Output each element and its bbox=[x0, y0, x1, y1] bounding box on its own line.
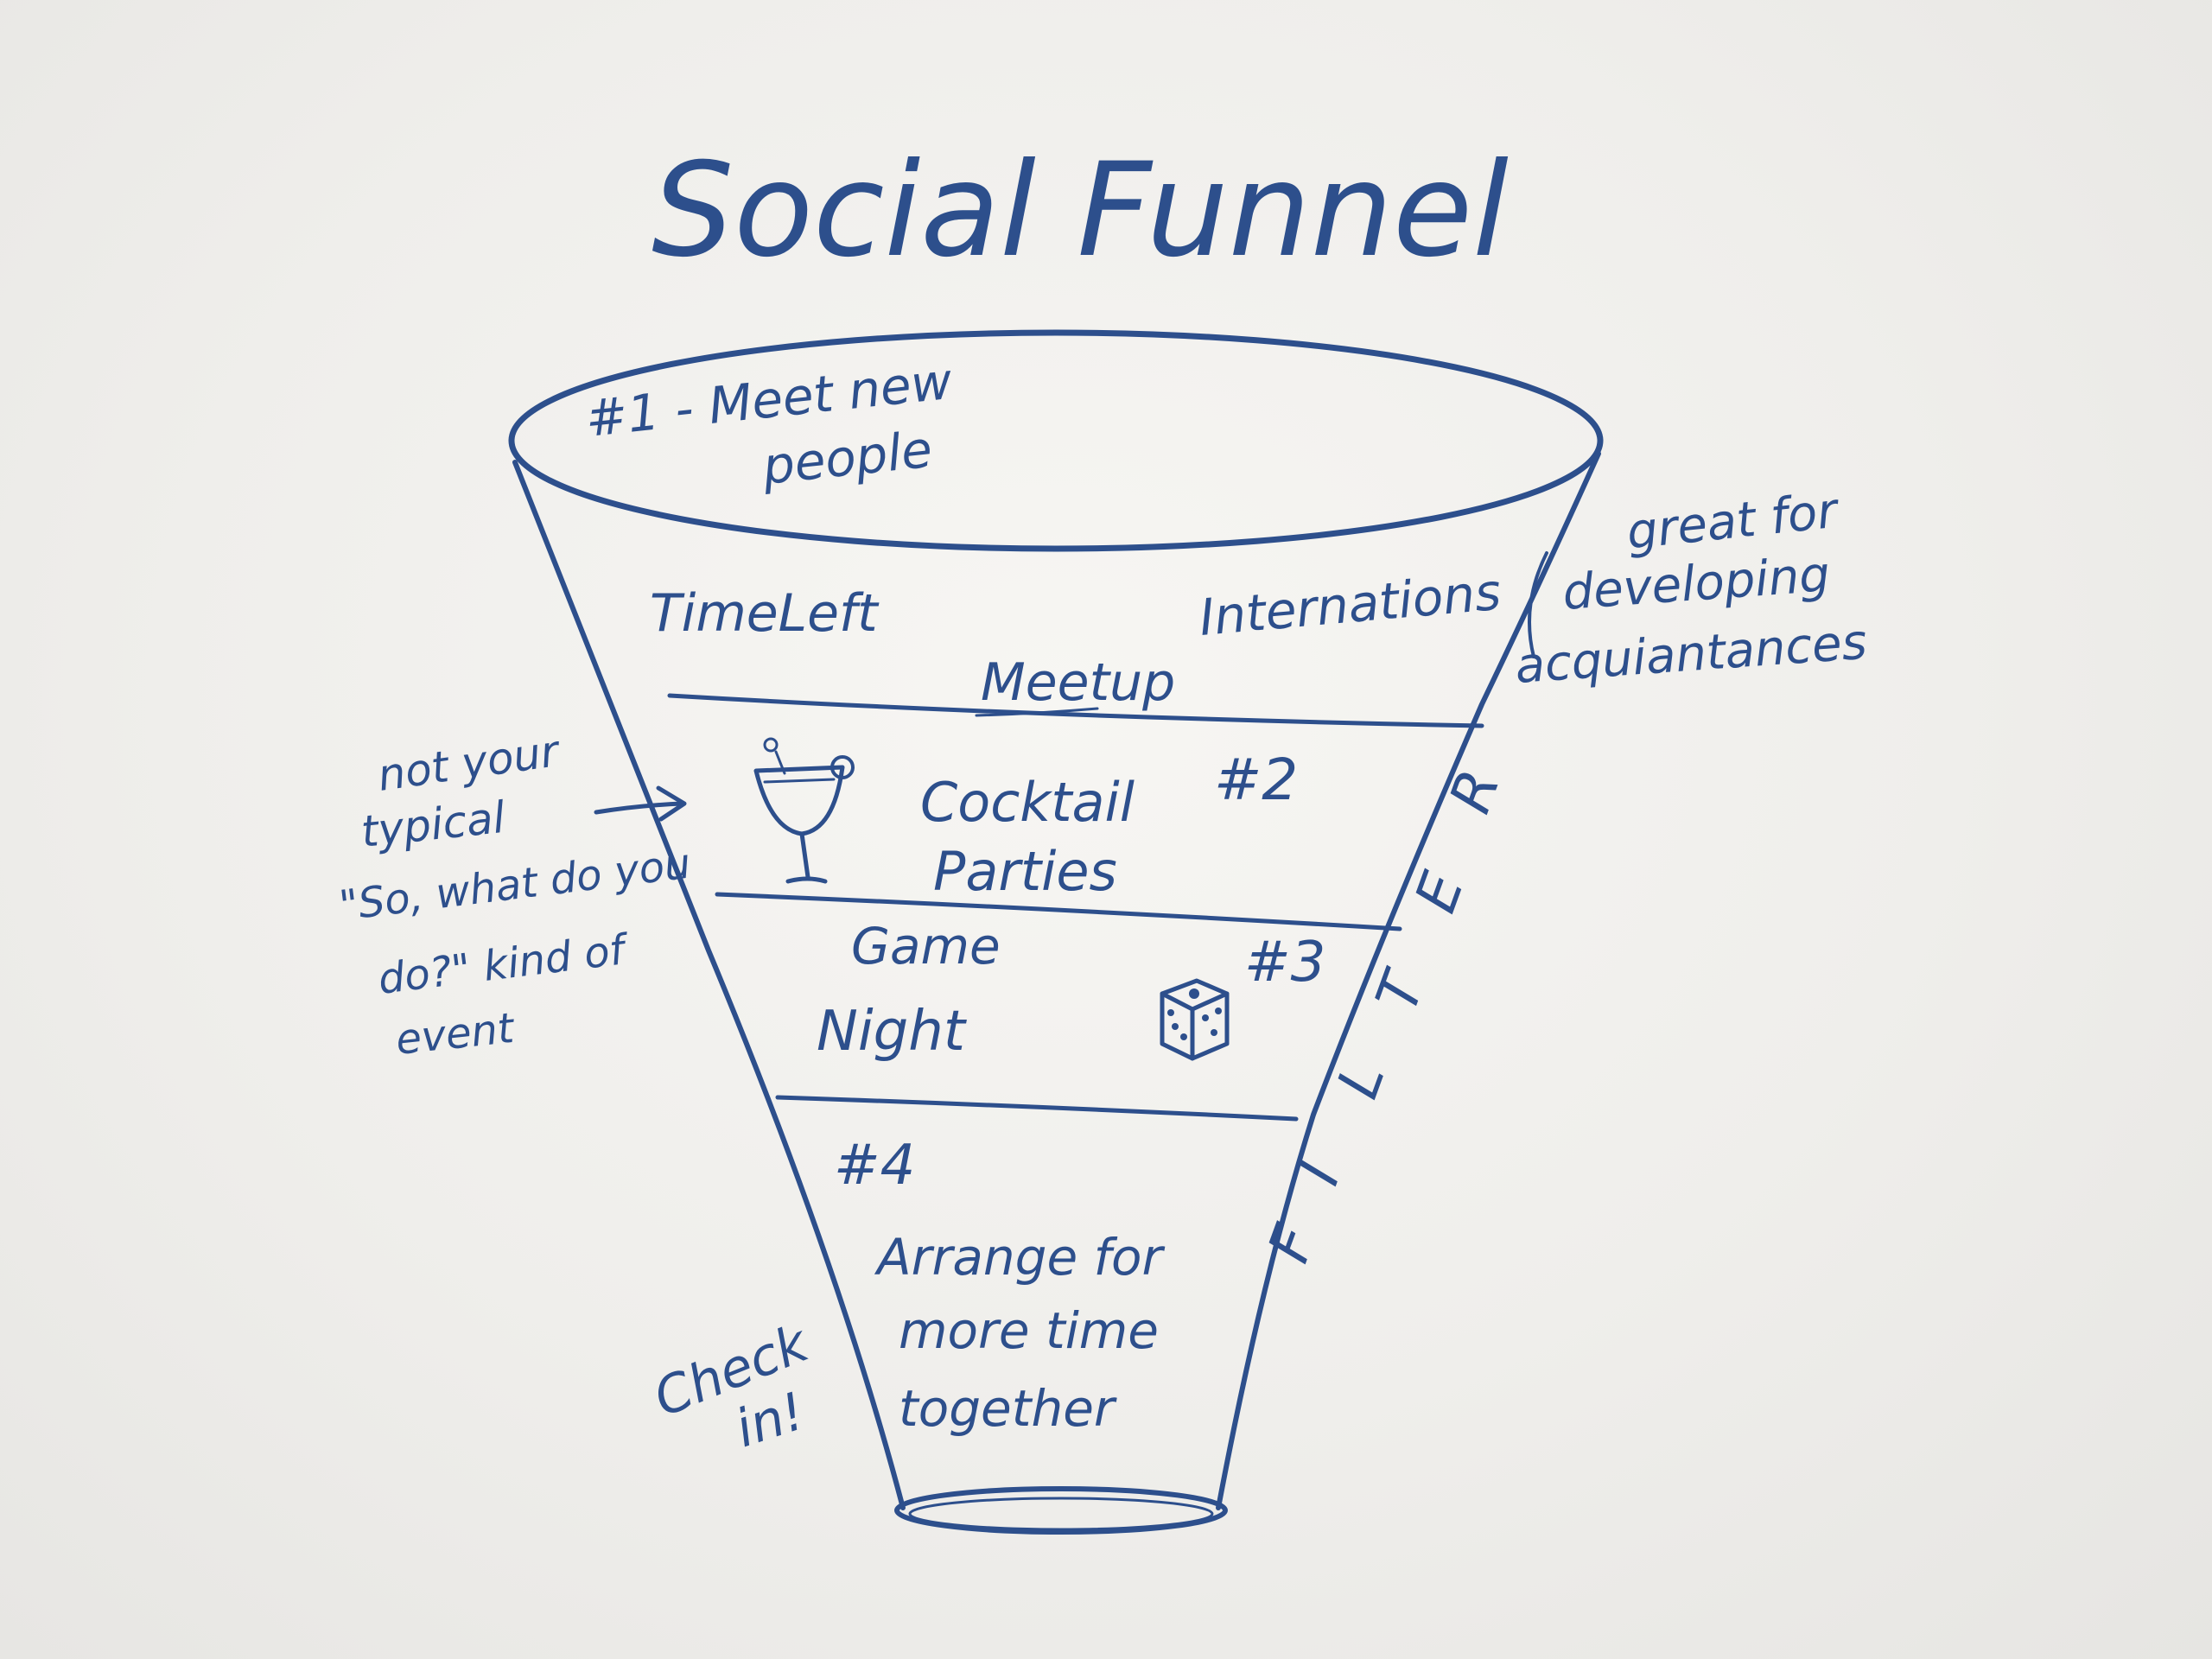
note-great-for-bracket bbox=[1528, 551, 1548, 658]
stage-dividers bbox=[667, 693, 1484, 1122]
stage-4-label-line3: together bbox=[899, 1379, 1117, 1438]
note-great-for: great for developing acquiantances bbox=[1513, 482, 1868, 695]
stage-3-label-line1: Game bbox=[851, 917, 1001, 976]
divider-3 bbox=[775, 1095, 1299, 1122]
note-not-typical-line4: do?" kind of bbox=[376, 925, 632, 1004]
note-great-for-line3: acquiantances bbox=[1513, 614, 1868, 695]
stage-4-label-line1: Arrange for bbox=[874, 1228, 1166, 1287]
filter-label: R E T L I F bbox=[1255, 761, 1513, 1270]
meetup-underline bbox=[975, 707, 1099, 717]
stage-3: Game Night #3 bbox=[817, 917, 1325, 1064]
funnel-top-rim bbox=[508, 329, 1604, 552]
example-meetup: Meetup bbox=[981, 652, 1175, 713]
cocktail-glass-icon bbox=[753, 737, 855, 884]
note-check-in: Check in! bbox=[645, 1313, 817, 1459]
example-internations: Internations bbox=[1197, 563, 1503, 647]
note-not-typical-line2: typical bbox=[359, 792, 507, 857]
note-great-for-line2: developing bbox=[1560, 547, 1831, 621]
filter-letter-f: F bbox=[1255, 1216, 1330, 1270]
stage-2-number: #2 bbox=[1214, 747, 1298, 813]
stage-4-label-line2: more time bbox=[899, 1301, 1159, 1360]
filter-letter-t: T bbox=[1363, 961, 1440, 1020]
filter-letter-e: E bbox=[1402, 864, 1478, 921]
arrow-to-cocktail-icon bbox=[594, 785, 687, 822]
funnel-bottom-rim bbox=[894, 1486, 1228, 1535]
stage-3-label-line2: Night bbox=[817, 1000, 968, 1064]
diagram-title: Social Funnel bbox=[652, 136, 1509, 286]
dice-icon bbox=[1160, 978, 1230, 1061]
stage-2-label-line1: Cocktail bbox=[920, 771, 1135, 834]
stage-2: Cocktail Parties #2 bbox=[753, 737, 1298, 903]
note-not-typical-line5: event bbox=[393, 1004, 518, 1065]
divider-2 bbox=[715, 892, 1402, 931]
filter-letter-l: L bbox=[1325, 1054, 1398, 1107]
stage-1-label-line2: people bbox=[759, 420, 935, 496]
stage-4: #4 Arrange for more time together bbox=[834, 1134, 1166, 1438]
filter-letter-r: R bbox=[1437, 761, 1513, 821]
filter-letter-i: I bbox=[1286, 1154, 1354, 1193]
example-timeleft: TimeLeft bbox=[650, 583, 880, 644]
stage-1: #1 - Meet new people TimeLeft Meetup Int… bbox=[582, 352, 1503, 717]
stage-4-number: #4 bbox=[834, 1134, 915, 1198]
stage-2-label-line2: Parties bbox=[933, 840, 1117, 903]
note-not-typical-line1: not your bbox=[375, 726, 565, 801]
funnel-bottom-rim-inner bbox=[908, 1497, 1214, 1531]
funnel-left-side bbox=[512, 460, 906, 1510]
stage-3-number: #3 bbox=[1244, 931, 1325, 995]
divider-1 bbox=[667, 693, 1484, 728]
